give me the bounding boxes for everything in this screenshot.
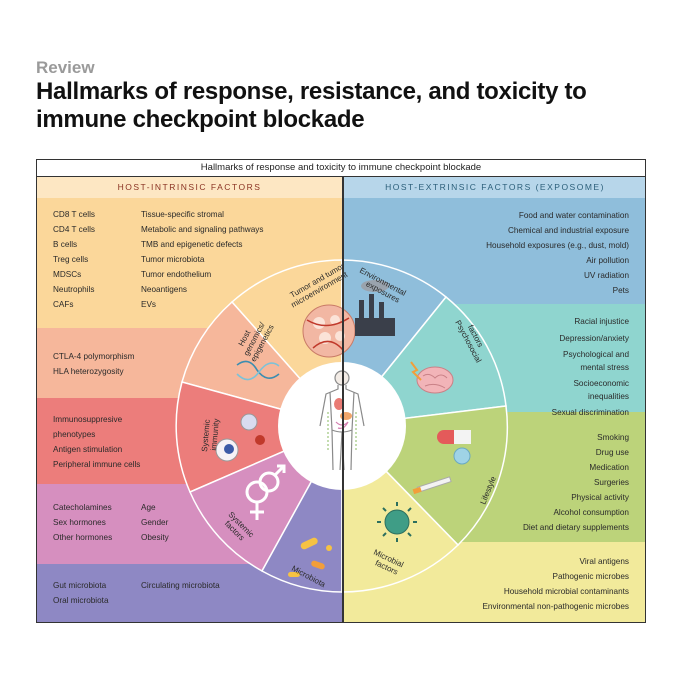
list-item: Obesity — [141, 533, 169, 542]
dna-illustration — [236, 360, 280, 381]
list-item: CTLA-4 polymorphism — [53, 352, 135, 361]
bacteria-illustration — [288, 537, 332, 577]
environmental-list: Food and water contamination Chemical an… — [486, 208, 629, 298]
list-item: inequalities — [588, 391, 629, 401]
host-intrinsic-heading: HOST-INTRINSIC FACTORS — [117, 182, 262, 192]
list-item: phenotypes — [53, 430, 96, 439]
microbial-list: Viral antigens Pathogenic microbes House… — [482, 554, 629, 614]
list-item: CD4 T cells — [53, 225, 96, 234]
figure-title: Hallmarks of response and toxicity to im… — [37, 160, 645, 177]
list-item: Metabolic and signaling pathways — [141, 225, 264, 234]
virus-illustration — [377, 502, 417, 542]
list-item: Diet and dietary supplements — [522, 523, 629, 532]
gender-symbols-illustration — [245, 464, 286, 520]
list-item: Tumor endothelium — [141, 270, 212, 279]
hallmarks-figure: Tumor and tumormicroenvironment Hostgeno… — [36, 159, 646, 623]
page-title: Hallmarks of response, resistance, and t… — [36, 78, 587, 133]
list-item: TMB and epigenetic defects — [141, 240, 243, 249]
list-item: Antigen stimulation — [53, 445, 123, 454]
list-item: B cells — [53, 240, 78, 249]
immune-cell-illustration — [215, 413, 265, 462]
list-item: Circulating microbiota — [141, 581, 220, 590]
label-immunity-line2: immunity — [209, 418, 221, 451]
list-item: Tumor microbiota — [141, 255, 205, 264]
list-item: Pathogenic microbes — [552, 572, 629, 581]
host-extrinsic-heading: HOST-EXTRINSIC FACTORS (EXPOSOME) — [385, 182, 605, 192]
list-item: MDSCs — [53, 270, 82, 279]
list-item: Immunosuppresive — [53, 415, 123, 424]
pills-illustration — [412, 430, 471, 495]
list-item: Socioeconomic — [573, 379, 629, 388]
list-item: Alcohol consumption — [553, 508, 629, 517]
list-item: Neutrophils — [53, 285, 95, 294]
list-item: mental stress — [580, 362, 629, 372]
list-item: Household microbial contaminants — [503, 587, 629, 596]
list-item: CAFs — [53, 300, 74, 309]
list-item: Pets — [612, 286, 629, 295]
tumor-illustration — [302, 304, 356, 358]
list-item: Household exposures (e.g., dust, mold) — [486, 241, 629, 250]
list-item: Medication — [589, 463, 629, 472]
list-item: EVs — [141, 300, 157, 309]
systemic-list-col1: Catecholamines Sex hormones Other hormon… — [53, 500, 112, 545]
systemic-list-col2: Age Gender Obesity — [141, 500, 169, 545]
list-item: Environmental non-pathogenic microbes — [482, 602, 629, 611]
section-label: Review — [36, 58, 95, 77]
lifestyle-list: Smoking Drug use Medication Surgeries Ph… — [523, 430, 629, 535]
label-immunity-line1: Systemic — [200, 419, 212, 452]
list-item: Treg cells — [53, 255, 89, 264]
list-item: Gut microbiota — [53, 581, 107, 590]
heading-strip-left — [37, 176, 342, 198]
microbiota-list-col1: Gut microbiota Oral microbiota — [53, 578, 109, 608]
tumor-list-col2: Tissue-specific stromal Metabolic and si… — [141, 207, 263, 312]
list-item: Age — [141, 503, 156, 512]
list-item: Catecholamines — [53, 503, 112, 512]
list-item: Psychological and — [563, 350, 629, 359]
list-item: Smoking — [597, 433, 629, 442]
list-item: Gender — [141, 518, 169, 527]
immunity-list: Immunosuppresive phenotypes Antigen stim… — [53, 412, 140, 472]
tumor-list-col1: CD8 T cells CD4 T cells B cells Treg cel… — [53, 207, 95, 312]
list-item: UV radiation — [583, 271, 629, 280]
microbiota-list-col2: Circulating microbiota — [141, 578, 220, 593]
list-item: Oral microbiota — [53, 596, 109, 605]
brain-illustration — [410, 361, 454, 394]
list-item: HLA heterozygosity — [53, 367, 124, 376]
list-item: Food and water contamination — [518, 211, 629, 220]
factory-illustration — [355, 280, 395, 336]
list-item: Air pollution — [586, 256, 629, 265]
list-item: Tissue-specific stromal — [141, 210, 224, 219]
list-item: Other hormones — [53, 533, 113, 542]
heading-strip-right — [343, 176, 645, 198]
list-item: Depression/anxiety — [559, 333, 629, 343]
list-item: Peripheral immune cells — [53, 460, 141, 469]
list-item: Sexual discrimination — [551, 408, 629, 417]
list-item: Physical activity — [571, 493, 629, 502]
svg-text:Systemicimmunity: Systemicimmunity — [200, 418, 221, 453]
psychosocial-list: Racial injustice Depression/anxiety Psyc… — [552, 316, 629, 420]
list-item: Racial injustice — [574, 317, 629, 326]
list-item: Drug use — [595, 448, 629, 457]
list-item: CD8 T cells — [53, 210, 96, 219]
list-item: Neoantigens — [141, 285, 187, 294]
list-item: Surgeries — [593, 478, 629, 487]
genomics-list: CTLA-4 polymorphism HLA heterozygosity — [53, 349, 134, 379]
list-item: Sex hormones — [53, 518, 106, 527]
center-divider — [342, 176, 344, 622]
list-item: Viral antigens — [579, 557, 629, 566]
list-item: Chemical and industrial exposure — [507, 226, 629, 235]
